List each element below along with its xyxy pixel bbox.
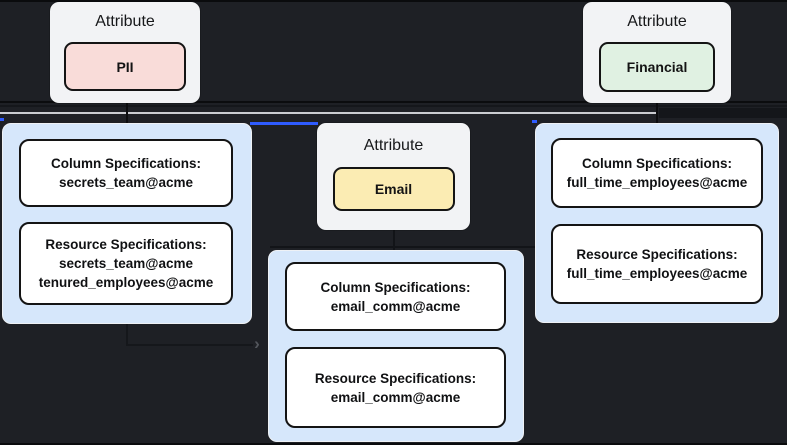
spec-value: full_time_employees@acme	[566, 175, 748, 190]
edge-pii-to-left-group	[126, 103, 128, 123]
spec-value: email_comm@acme	[330, 298, 461, 314]
spec-value: full_time_employees@acme	[566, 266, 748, 281]
spec-title: Column Specifications:	[50, 156, 202, 171]
left-column-specifications-box[interactable]: Column Specifications: secrets_team@acme	[19, 139, 233, 207]
spec-value: tenured_employees@acme	[38, 275, 214, 290]
center-column-specifications-box[interactable]: Column Specifications: email_comm@acme	[285, 262, 506, 331]
edge-arrowhead-icon: ›	[254, 334, 260, 353]
edge-highlighted-blue	[250, 122, 318, 125]
attribute-node-title: Attribute	[363, 137, 424, 154]
center-specification-group-node[interactable]: Column Specifications: email_comm@acme R…	[268, 250, 524, 442]
edge-left-group-to-center-group	[128, 344, 253, 346]
spec-value: email_comm@acme	[330, 389, 461, 405]
attribute-node-financial[interactable]: Attribute Financial	[583, 2, 731, 103]
edge-blue-endpoint-right	[532, 120, 537, 123]
attribute-node-title: Attribute	[627, 13, 687, 30]
attribute-node-title: Attribute	[95, 13, 155, 30]
spec-title: Resource Specifications:	[314, 370, 477, 386]
spec-value: secrets_team@acme	[58, 175, 193, 190]
spec-title: Column Specifications:	[320, 279, 471, 295]
spec-title: Column Specifications:	[581, 156, 733, 171]
edge-financial-to-right-group	[656, 103, 658, 123]
right-specification-group-node[interactable]: Column Specifications: full_time_employe…	[535, 123, 779, 323]
left-resource-specifications-box[interactable]: Resource Specifications: secrets_team@ac…	[19, 222, 233, 305]
right-column-specifications-box[interactable]: Column Specifications: full_time_employe…	[551, 138, 763, 208]
attribute-chip-financial: Financial	[599, 42, 715, 92]
edge-left-group-drop-line	[126, 322, 128, 346]
edge-blue-endpoint-left	[0, 118, 4, 121]
right-resource-specifications-box[interactable]: Resource Specifications: full_time_emplo…	[551, 224, 763, 304]
spec-title: Resource Specifications:	[45, 237, 207, 252]
center-resource-specifications-box[interactable]: Resource Specifications: email_comm@acme	[285, 347, 506, 428]
edge-email-to-center-group	[393, 230, 395, 250]
attribute-node-email[interactable]: Attribute Email	[317, 123, 470, 230]
left-specification-group-node[interactable]: Column Specifications: secrets_team@acme…	[2, 123, 252, 324]
spec-title: Resource Specifications:	[576, 247, 738, 262]
attribute-chip-pii: PII	[64, 42, 186, 91]
attribute-node-pii[interactable]: Attribute PII	[50, 2, 200, 103]
edge-horizontal-subtle	[0, 105, 787, 107]
spec-value: secrets_team@acme	[58, 256, 193, 271]
edge-horizontal-light	[0, 112, 657, 114]
edge-horizontal-center	[270, 246, 535, 248]
edge-horizontal-dark-right	[659, 108, 787, 118]
attribute-chip-email: Email	[332, 167, 455, 211]
